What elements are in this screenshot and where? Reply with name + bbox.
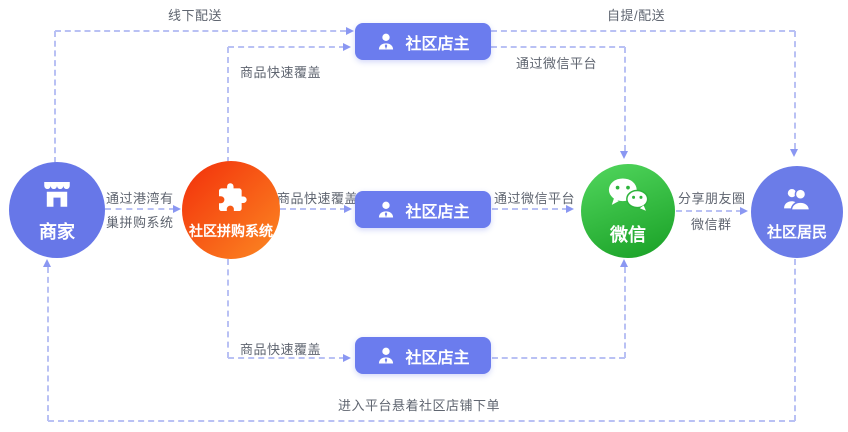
node-system: 社区拼购系统	[182, 161, 280, 259]
people-icon	[780, 183, 814, 219]
edge-share-moments-line	[676, 210, 742, 212]
edge-label-via-wechat-mid: 通过微信平台	[494, 191, 576, 206]
edge-via-wechat-mid-line	[492, 208, 568, 210]
arrow-up-icon	[43, 259, 51, 267]
puzzle-icon	[213, 180, 249, 219]
node-merchant-label: 商家	[39, 221, 75, 242]
edge-label-coverage-top: 商品快速覆盖	[240, 65, 322, 80]
edge-label-coverage-bottom: 商品快速覆盖	[240, 342, 322, 357]
node-system-label: 社区拼购系统	[189, 222, 273, 239]
person-icon	[376, 32, 396, 52]
edge-via-wechat-top-horizontal	[491, 46, 625, 48]
node-wechat: 微信	[581, 164, 675, 258]
edge-coverage-top-vertical	[227, 47, 229, 163]
edge-offline-delivery-vertical	[54, 31, 56, 163]
edge-via-gangwan-line	[105, 208, 175, 210]
person-icon	[376, 346, 396, 366]
edge-coverage-bottom-horizontal	[228, 357, 345, 359]
edge-coverage-top-horizontal	[228, 46, 345, 48]
edge-order-horizontal	[48, 420, 795, 422]
edge-coverage-mid-line	[280, 208, 346, 210]
edge-owner-bottom-wechat-horizontal	[492, 357, 625, 359]
edge-label-share-moments-2: 微信群	[691, 217, 732, 232]
node-residents-label: 社区居民	[766, 223, 827, 241]
edge-label-via-gangwan-1: 通过港湾有	[106, 191, 174, 206]
edge-label-order-via-platform: 进入平台悬着社区店铺下单	[338, 398, 501, 413]
arrow-down-icon	[790, 149, 798, 157]
edge-label-share-moments-1: 分享朋友圈	[678, 191, 746, 206]
arrow-right-icon	[346, 27, 354, 35]
person-icon	[376, 200, 396, 220]
wechat-icon	[606, 176, 650, 219]
edge-label-coverage-mid: 商品快速覆盖	[277, 191, 359, 206]
node-residents: 社区居民	[751, 166, 843, 258]
arrow-right-icon	[343, 43, 351, 51]
arrow-down-icon	[620, 151, 628, 159]
node-wechat-label: 微信	[610, 224, 646, 245]
node-owner-top-label: 社区店主	[405, 35, 470, 53]
edge-owner-bottom-wechat-vertical	[624, 267, 626, 358]
node-owner-mid-label: 社区店主	[405, 203, 470, 221]
node-owner-bottom: 社区店主	[355, 337, 491, 374]
edge-label-offline-delivery: 线下配送	[168, 8, 223, 23]
edge-order-left-vertical	[47, 267, 49, 421]
arrow-right-icon	[740, 207, 748, 215]
edge-label-via-gangwan-2: 巢拼购系统	[106, 215, 174, 230]
arrow-right-icon	[173, 205, 181, 213]
node-owner-bottom-label: 社区店主	[405, 349, 470, 367]
arrow-right-icon	[344, 205, 352, 213]
edge-label-pickup-delivery: 自提/配送	[607, 8, 666, 23]
edge-coverage-bottom-vertical	[227, 259, 229, 358]
edge-order-right-vertical	[794, 259, 796, 421]
arrow-right-icon	[343, 354, 351, 362]
edge-label-via-wechat-top: 通过微信平台	[516, 56, 598, 71]
arrow-up-icon	[620, 259, 628, 267]
edge-via-wechat-top-vertical	[624, 47, 626, 151]
node-merchant: 商家	[9, 162, 105, 258]
arrow-right-icon	[566, 205, 574, 213]
storefront-icon	[40, 177, 74, 216]
node-owner-top: 社区店主	[355, 23, 491, 60]
edge-pickup-horizontal	[491, 30, 795, 32]
edge-pickup-vertical	[794, 31, 796, 149]
edge-offline-delivery-horizontal	[55, 30, 346, 32]
node-owner-mid: 社区店主	[355, 191, 491, 228]
